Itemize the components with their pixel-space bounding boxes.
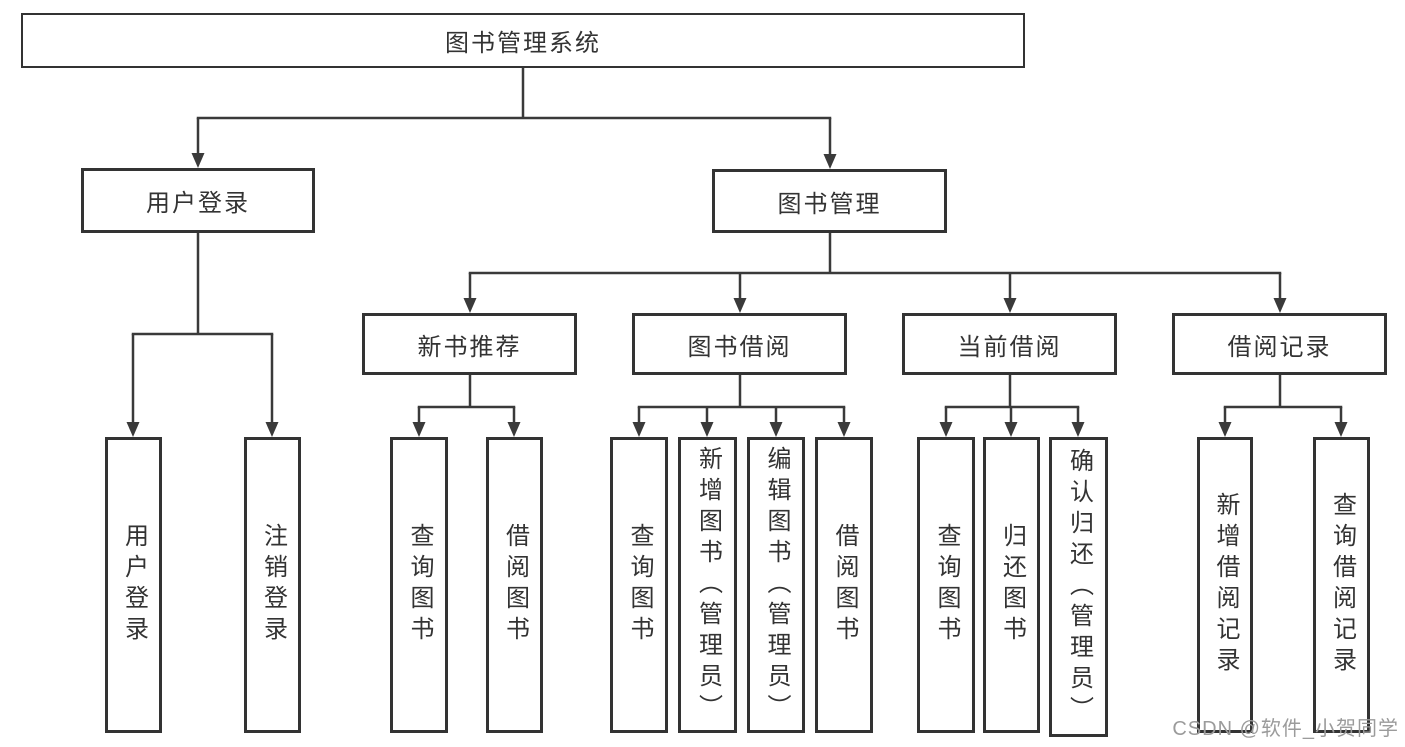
leaf-borrow-books-borrow: 借阅图书 [815,437,873,733]
node-label: 借阅图书 [831,523,858,647]
node-label: 当前借阅 [957,333,1062,361]
node-label: 用户登录 [146,190,250,217]
node-label: 查询图书 [626,523,653,647]
node-current-borrow: 当前借阅 [902,313,1117,375]
leaf-query-books-borrow: 查询图书 [610,437,668,733]
leaf-query-books-newbook: 查询图书 [390,437,448,733]
leaf-logout: 注销登录 [244,437,301,733]
node-book-borrow: 图书借阅 [632,313,847,375]
node-label: 图书管理 [777,190,882,218]
node-label: 归还图书 [998,523,1026,647]
node-borrow-records: 借阅记录 [1172,313,1387,375]
node-label: 图书借阅 [687,333,792,361]
connector-root-to-level2 [191,68,837,169]
connector-new-book-children [412,375,521,437]
node-label: 借阅图书 [501,523,529,647]
leaf-user-login: 用户登录 [105,437,162,733]
node-user-login: 用户登录 [81,168,315,233]
node-book-management: 图书管理 [712,169,947,233]
node-label: 注销登录 [259,523,287,647]
node-label: 确认归还（管理员） [1065,447,1093,727]
connector-user-login-children [126,233,279,437]
leaf-borrow-books-newbook: 借阅图书 [486,437,543,733]
node-root: 图书管理系统 [21,13,1025,68]
watermark: CSDN @软件_小贺同学 [1172,718,1399,740]
node-label: 查询借阅记录 [1328,492,1356,678]
node-label: 查询图书 [933,523,960,647]
connector-book-borrow-children [632,375,851,437]
leaf-edit-book-admin: 编辑图书（管理员） [747,437,805,733]
node-label: 新增借阅记录 [1212,492,1239,678]
leaf-add-borrow-record: 新增借阅记录 [1197,437,1253,733]
connector-borrow-records-children [1218,375,1348,437]
connector-book-management-children [463,233,1287,313]
leaf-return-book: 归还图书 [983,437,1040,733]
leaf-query-borrow-record: 查询借阅记录 [1313,437,1370,733]
node-label: 用户登录 [120,523,148,647]
node-label: 编辑图书（管理员） [763,445,790,725]
node-label: 新增图书（管理员） [694,445,722,725]
node-label: 图书管理系统 [445,30,601,57]
leaf-query-books-current: 查询图书 [917,437,975,733]
leaf-confirm-return-admin: 确认归还（管理员） [1049,437,1108,737]
node-new-book-recommend: 新书推荐 [362,313,577,375]
node-label: 借阅记录 [1227,333,1332,361]
node-label: 新书推荐 [417,333,522,361]
node-label: 查询图书 [406,523,433,647]
connector-current-borrow-children [939,375,1085,437]
leaf-add-book-admin: 新增图书（管理员） [678,437,737,733]
